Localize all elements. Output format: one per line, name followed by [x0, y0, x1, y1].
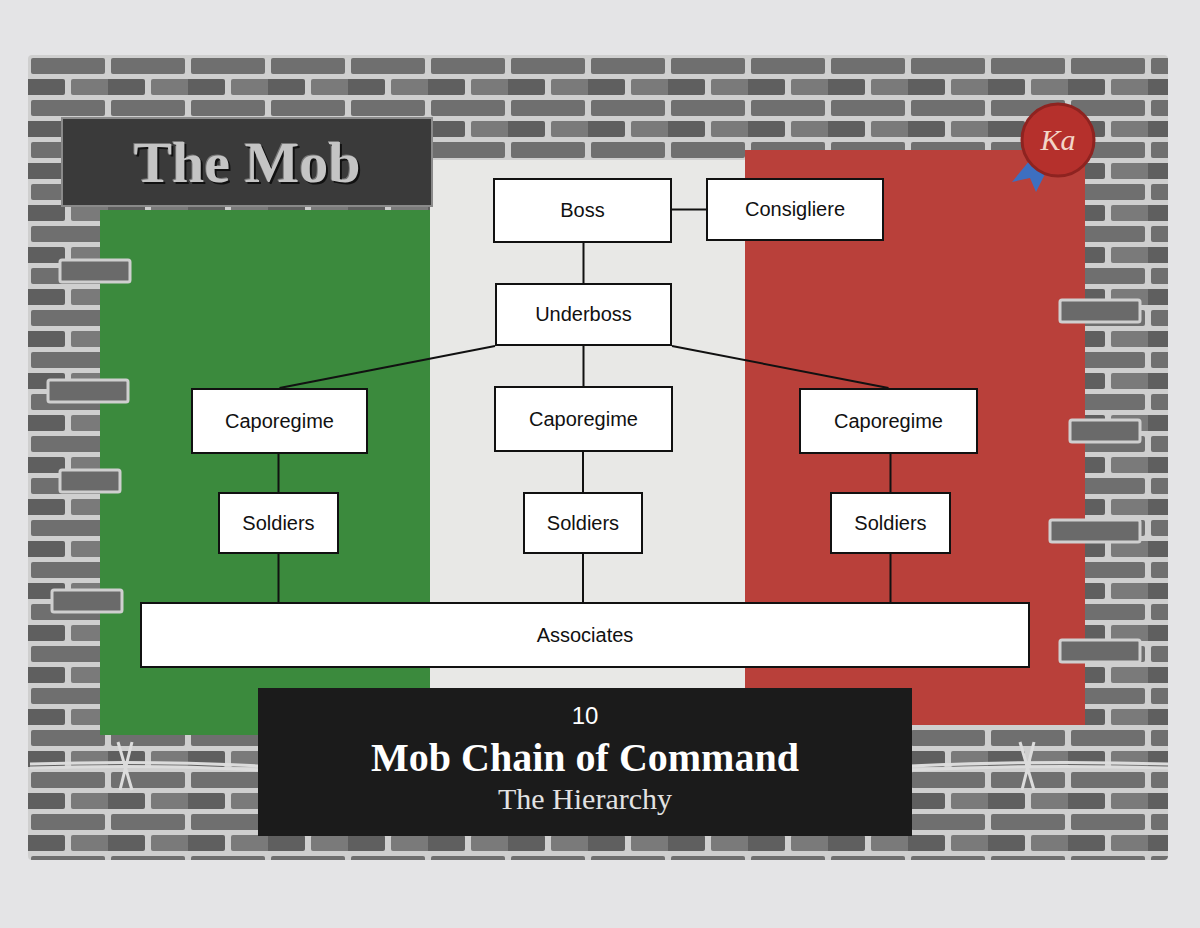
caporegime-box: Caporegime — [191, 388, 368, 454]
underboss-box: Underboss — [495, 283, 672, 346]
hierarchy-connector — [583, 243, 585, 283]
hierarchy-connector — [582, 554, 584, 602]
hierarchy-connector — [890, 454, 892, 492]
hierarchy-connector — [890, 554, 892, 602]
card-caption-holder: The Hierarchy — [258, 782, 912, 816]
node-label: Soldiers — [547, 512, 619, 535]
node-label: Associates — [537, 624, 634, 647]
logo-plate — [62, 118, 432, 206]
logo-text: The Mob — [133, 129, 360, 196]
hierarchy-connector — [582, 452, 584, 492]
consigliere-box: Consigliere — [706, 178, 884, 241]
hierarchy-connector — [583, 346, 585, 386]
node-label: Soldiers — [854, 512, 926, 535]
logo-text-holder: The Mob — [62, 118, 432, 206]
associates-band: Associates — [140, 602, 1030, 668]
hierarchy-connector — [672, 209, 706, 211]
node-label: Caporegime — [834, 410, 943, 433]
soldiers-box: Soldiers — [523, 492, 643, 554]
card-title: Mob Chain of Command — [371, 735, 799, 780]
hierarchy-connector — [672, 346, 889, 388]
node-label: Caporegime — [225, 410, 334, 433]
caporegime-box: Caporegime — [799, 388, 978, 454]
wax-seal — [1022, 104, 1094, 176]
node-label: Soldiers — [242, 512, 314, 535]
seal-monogram-holder: Ka — [1022, 104, 1094, 176]
hierarchy-connector — [278, 554, 280, 602]
card-number-holder: 10 — [258, 702, 912, 730]
boss-box: Boss — [493, 178, 672, 243]
soldiers-box: Soldiers — [218, 492, 339, 554]
caporegime-box: Caporegime — [494, 386, 673, 452]
card-number: 10 — [572, 702, 599, 729]
title-panel: 10Mob Chain of CommandThe Hierarchy — [258, 688, 912, 836]
seal-monogram: Ka — [1040, 123, 1075, 157]
card-title-holder: Mob Chain of Command — [258, 734, 912, 781]
soldiers-box: Soldiers — [830, 492, 951, 554]
hierarchy-connector — [280, 346, 496, 388]
card-caption: The Hierarchy — [498, 782, 672, 815]
hierarchy-connector — [278, 454, 280, 492]
brick-wall — [28, 55, 1168, 860]
node-label: Caporegime — [529, 408, 638, 431]
node-label: Boss — [560, 199, 604, 222]
node-label: Underboss — [535, 303, 632, 326]
node-label: Consigliere — [745, 198, 845, 221]
